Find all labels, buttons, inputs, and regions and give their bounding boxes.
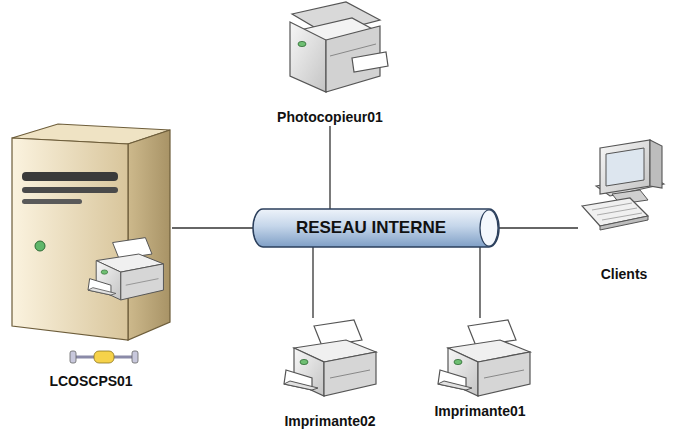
client-computer	[602, 213, 642, 220]
network-device: LCOSCPS01	[10, 122, 172, 390]
client-computer	[600, 140, 650, 194]
client-computer	[606, 148, 644, 186]
shared-link-icon	[132, 351, 138, 363]
client-computer	[650, 140, 662, 188]
printer-icon	[284, 320, 376, 396]
server-tower	[22, 172, 118, 181]
server-tower	[22, 199, 82, 204]
photocopier-icon	[290, 22, 326, 92]
client-computer	[600, 216, 648, 230]
network-device: Clients	[578, 140, 670, 283]
bus-label: RESEAU INTERNE	[296, 218, 456, 238]
network-link	[312, 246, 313, 318]
network-device: Imprimante02	[270, 318, 390, 430]
device-label: Imprimante01	[434, 403, 525, 420]
client-computer	[582, 140, 664, 230]
pipe-end	[480, 210, 498, 246]
server-tower	[12, 138, 128, 340]
photocopier-icon	[290, 2, 388, 92]
device-label: Clients	[601, 266, 648, 283]
network-link	[479, 246, 480, 318]
device-label: LCOSCPS01	[49, 373, 132, 390]
photocopier-icon	[298, 41, 306, 46]
server-printer-icon	[88, 238, 163, 300]
device-label: Photocopieur01	[277, 109, 383, 126]
server-tower	[22, 187, 118, 193]
network-link	[498, 227, 578, 228]
server-tower	[35, 241, 45, 251]
printer-icon	[438, 320, 530, 396]
shared-link-icon	[70, 351, 138, 363]
device-label: Imprimante02	[284, 413, 375, 430]
network-bus: RESEAU INTERNE	[252, 208, 500, 248]
shared-link-icon	[94, 351, 114, 363]
network-link	[172, 227, 254, 228]
printer-icon	[284, 320, 376, 396]
photocopier-icon	[330, 44, 376, 56]
pipe-body	[253, 209, 499, 247]
network-device: Imprimante01	[425, 318, 535, 420]
server-tower	[12, 124, 170, 340]
printer-icon	[438, 320, 530, 396]
server-printer-icon	[88, 238, 163, 300]
network-link	[329, 126, 330, 210]
photocopier-icon	[352, 52, 388, 72]
shared-link-icon	[70, 351, 76, 363]
network-device: Photocopieur01	[262, 2, 398, 126]
server-tower	[128, 130, 170, 340]
client-computer	[592, 203, 632, 210]
client-computer	[597, 208, 637, 215]
